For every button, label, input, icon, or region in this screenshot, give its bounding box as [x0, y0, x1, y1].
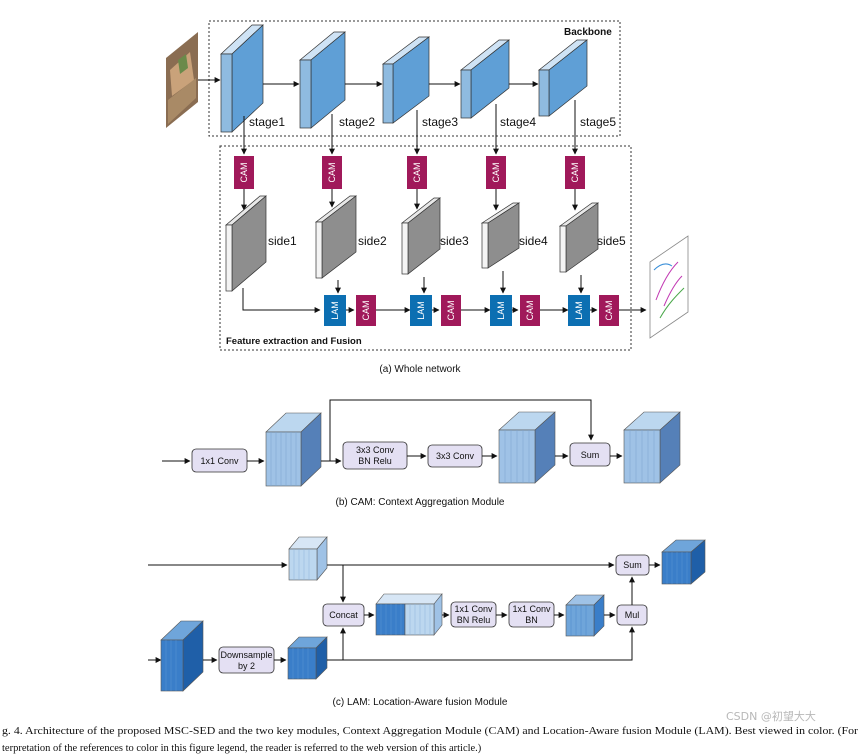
cam-box-3: CAM [407, 156, 427, 189]
fusion-frame [219, 145, 632, 351]
svg-text:CAM: CAM [525, 301, 535, 321]
cam-box-7: CAM [441, 295, 461, 326]
lam-downsample-box: Downsample by 2 [218, 646, 275, 674]
side2-label: side2 [358, 234, 387, 248]
stage3-label: stage3 [422, 115, 458, 129]
side5-label: side5 [597, 234, 626, 248]
lam-downsampled-feature [287, 636, 328, 680]
stage1-block [220, 24, 264, 133]
cam-box-6: CAM [356, 295, 376, 326]
side4-block [480, 202, 521, 269]
side1-block [225, 195, 267, 292]
caption-b: (b) CAM: Context Aggregation Module [336, 497, 505, 508]
cam-box-1: CAM [234, 156, 254, 189]
lam-concat-feature [375, 593, 443, 636]
svg-text:CAM: CAM [491, 163, 501, 183]
svg-text:1x1 Conv: 1x1 Conv [200, 456, 239, 466]
side2-block [314, 195, 358, 279]
side4-label: side4 [519, 234, 548, 248]
lam-low-level-feature [160, 620, 204, 692]
lam-sum-box: Sum [615, 554, 650, 576]
cam-box-5: CAM [565, 156, 585, 189]
svg-text:CAM: CAM [570, 163, 580, 183]
input-image [166, 32, 198, 128]
cam-conv1x1-box: 1x1 Conv [191, 448, 248, 473]
lam-box-4: LAM [568, 295, 590, 326]
caption-c: (c) LAM: Location-Aware fusion Module [333, 697, 508, 708]
backbone-frame [208, 20, 621, 137]
figure-caption-line1: g. 4. Architecture of the proposed MSC-S… [2, 726, 859, 737]
lam-mul-box: Mul [616, 604, 648, 626]
output-edge-map [649, 235, 689, 339]
panel-c: Sum Concat [148, 536, 706, 708]
stage5-block [537, 39, 589, 117]
side1-label: side1 [268, 234, 297, 248]
cam-sum-box: Sum [569, 442, 611, 467]
cam-conv3x3-box: 3x3 Conv [427, 444, 483, 468]
svg-text:CAM: CAM [412, 163, 422, 183]
stage2-label: stage2 [339, 115, 375, 129]
svg-text:LAM: LAM [330, 301, 340, 320]
cam-box-2: CAM [322, 156, 342, 189]
stage2-block [299, 31, 346, 129]
svg-text:LAM: LAM [416, 301, 426, 320]
svg-text:CAM: CAM [446, 301, 456, 321]
svg-text:1x1 Conv: 1x1 Conv [454, 604, 493, 614]
svg-text:by 2: by 2 [238, 661, 255, 671]
watermark: CSDN @初望大大 [726, 709, 816, 723]
side3-label: side3 [440, 234, 469, 248]
svg-text:Downsample: Downsample [220, 650, 272, 660]
svg-text:CAM: CAM [327, 163, 337, 183]
cam-feature-map-2 [498, 411, 556, 484]
panel-b: 1x1 Conv 3x3 Conv BN Relu 3x3 Conv [162, 399, 681, 508]
lam-conv1x1-bn-relu-box: 1x1 Conv BN Relu [450, 601, 497, 628]
side3-block [400, 197, 442, 275]
stage4-block [459, 39, 511, 119]
cam-box-4: CAM [486, 156, 506, 189]
svg-text:LAM: LAM [574, 301, 584, 320]
figure-caption-line2: terpretation of the references to color … [2, 743, 482, 754]
svg-text:Sum: Sum [581, 450, 600, 460]
cam-box-9: CAM [599, 295, 619, 326]
lam-output-feature [661, 539, 706, 585]
svg-text:CAM: CAM [604, 301, 614, 321]
svg-text:Concat: Concat [329, 610, 358, 620]
lam-conv1x1-bn-box: 1x1 Conv BN [508, 601, 555, 628]
svg-text:1x1 Conv: 1x1 Conv [512, 604, 551, 614]
lam-high-level-feature [288, 536, 328, 581]
stage1-label: stage1 [249, 115, 285, 129]
cam-feature-map-1 [265, 412, 322, 487]
stage4-label: stage4 [500, 115, 536, 129]
svg-text:BN Relu: BN Relu [457, 615, 491, 625]
fusion-label: Feature extraction and Fusion [226, 336, 362, 347]
caption-a: (a) Whole network [379, 364, 461, 375]
svg-text:CAM: CAM [361, 301, 371, 321]
backbone-label: Backbone [564, 27, 612, 38]
lam-box-3: LAM [490, 295, 512, 326]
svg-text:LAM: LAM [496, 301, 506, 320]
svg-text:3x3 Conv: 3x3 Conv [356, 445, 395, 455]
cam-conv3x3-bn-relu-box: 3x3 Conv BN Relu [342, 441, 408, 470]
svg-text:3x3 Conv: 3x3 Conv [436, 451, 475, 461]
lam-box-1: LAM [324, 295, 346, 326]
side5-block [558, 202, 600, 273]
cam-feature-map-3 [623, 411, 681, 484]
svg-text:Sum: Sum [623, 560, 642, 570]
stage5-label: stage5 [580, 115, 616, 129]
lam-concat-box: Concat [322, 603, 365, 627]
panel-a: Backbone Feature extraction and Fusion [166, 20, 689, 375]
svg-text:BN: BN [525, 615, 538, 625]
svg-text:BN Relu: BN Relu [358, 456, 392, 466]
lam-attention-feature [565, 594, 605, 637]
cam-box-8: CAM [520, 295, 540, 326]
svg-text:Mul: Mul [625, 610, 640, 620]
lam-box-2: LAM [410, 295, 432, 326]
stage3-block [381, 36, 431, 124]
svg-text:CAM: CAM [239, 163, 249, 183]
